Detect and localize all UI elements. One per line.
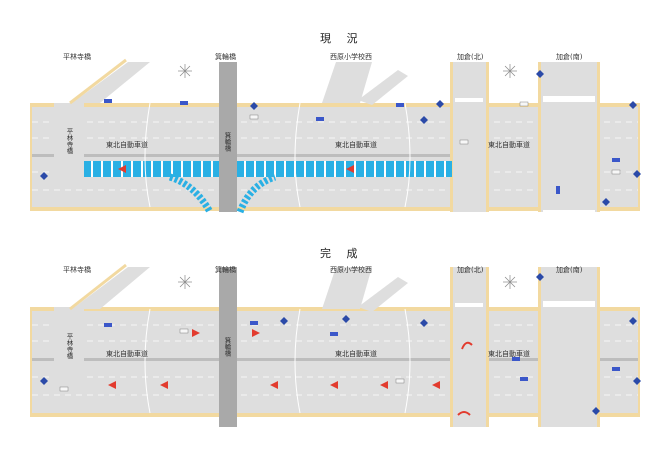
label-expressway-2: 東北自動車道 <box>335 350 377 358</box>
label-expressway-2: 東北自動車道 <box>335 141 377 149</box>
panel-title-current: 現 況 <box>320 32 364 45</box>
label-nishihara-school: 西原小学校西 <box>330 53 372 61</box>
complete-road-diagram <box>30 263 641 427</box>
traffic-signal-icon <box>40 70 641 206</box>
label-kakura-north: 加倉(北) <box>457 266 484 274</box>
label-kakura-north: 加倉(北) <box>457 53 484 61</box>
label-expressway-1: 東北自動車道 <box>106 141 148 149</box>
label-kakura-south: 加倉(南) <box>556 266 583 274</box>
label-expressway-1: 東北自動車道 <box>106 350 148 358</box>
minowa-pillar <box>219 267 237 427</box>
diagonal-road-left <box>72 62 150 103</box>
label-expressway-3: 東北自動車道 <box>488 141 530 149</box>
median <box>32 358 638 361</box>
label-side-road: 平林寺橋 <box>65 128 73 154</box>
panel-complete: 完 成 <box>0 237 670 474</box>
label-pillar: 箕輪橋 <box>223 337 231 357</box>
vehicles <box>59 321 620 392</box>
label-kakura-south: 加倉(南) <box>556 53 583 61</box>
minowa-pillar <box>219 62 237 212</box>
label-hiraba-bridge: 平林寺橋 <box>63 53 91 61</box>
label-minowa-bridge: 箕輪橋 <box>215 53 236 61</box>
label-hiraba-bridge: 平林寺橋 <box>63 266 91 274</box>
kakura-north-road <box>452 62 486 212</box>
lane-arrow-icon <box>108 329 440 389</box>
compass-rose-icon <box>178 64 192 78</box>
label-minowa-bridge: 箕輪橋 <box>215 266 236 274</box>
vehicles <box>104 99 621 194</box>
kakura-south-road <box>540 62 598 212</box>
construction-zone <box>84 161 452 177</box>
label-pillar: 箕輪橋 <box>223 132 231 152</box>
main-road <box>32 311 638 413</box>
nishihara-road <box>322 62 372 103</box>
traffic-signal-icon <box>40 273 641 415</box>
label-expressway-3: 東北自動車道 <box>488 350 530 358</box>
panel-title-complete: 完 成 <box>320 247 364 260</box>
label-side-road: 平林寺橋 <box>65 333 73 359</box>
panel-current: 現 況 <box>30 32 641 214</box>
side-road-hiraba <box>54 103 84 183</box>
median <box>32 154 452 157</box>
current-road-diagram <box>30 58 641 214</box>
side-road-hiraba <box>54 307 84 387</box>
label-nishihara-school: 西原小学校西 <box>330 266 372 274</box>
